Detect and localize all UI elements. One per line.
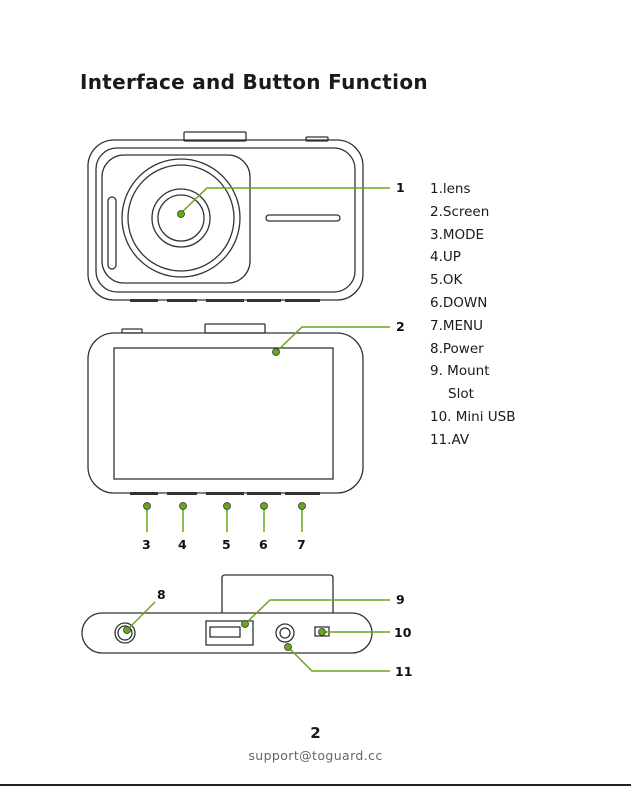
legend-item-continuation: Slot bbox=[430, 383, 515, 406]
legend-item: 5.OK bbox=[430, 269, 515, 292]
callout-10: 10 bbox=[394, 625, 412, 640]
legend-item: 4.UP bbox=[430, 246, 515, 269]
function-legend: 1.lens 2.Screen 3.MODE 4.UP 5.OK 6.DOWN … bbox=[430, 178, 515, 452]
rear-view bbox=[88, 324, 363, 493]
callout-lines bbox=[127, 188, 390, 671]
callout-8: 8 bbox=[157, 587, 166, 602]
legend-item: 2.Screen bbox=[430, 201, 515, 224]
callout-1: 1 bbox=[396, 180, 405, 195]
callout-dots bbox=[124, 211, 326, 651]
legend-item: 8.Power bbox=[430, 338, 515, 361]
callout-6: 6 bbox=[259, 537, 268, 552]
front-view bbox=[88, 132, 363, 300]
page-number: 2 bbox=[0, 724, 631, 742]
callout-3: 3 bbox=[142, 537, 151, 552]
callout-5: 5 bbox=[222, 537, 231, 552]
legend-item: 3.MODE bbox=[430, 224, 515, 247]
callout-11: 11 bbox=[395, 664, 412, 679]
support-email: support@toguard.cc bbox=[0, 748, 631, 763]
legend-item: 1.lens bbox=[430, 178, 515, 201]
legend-item: 9. Mount bbox=[430, 360, 515, 383]
legend-item: 11.AV bbox=[430, 429, 515, 452]
bottom-view bbox=[82, 575, 372, 653]
callout-4: 4 bbox=[178, 537, 187, 552]
bottom-divider bbox=[0, 784, 631, 786]
callout-2: 2 bbox=[396, 319, 405, 334]
legend-item: 6.DOWN bbox=[430, 292, 515, 315]
legend-item: 7.MENU bbox=[430, 315, 515, 338]
callout-9: 9 bbox=[396, 592, 405, 607]
legend-item: 10. Mini USB bbox=[430, 406, 515, 429]
callout-7: 7 bbox=[297, 537, 306, 552]
